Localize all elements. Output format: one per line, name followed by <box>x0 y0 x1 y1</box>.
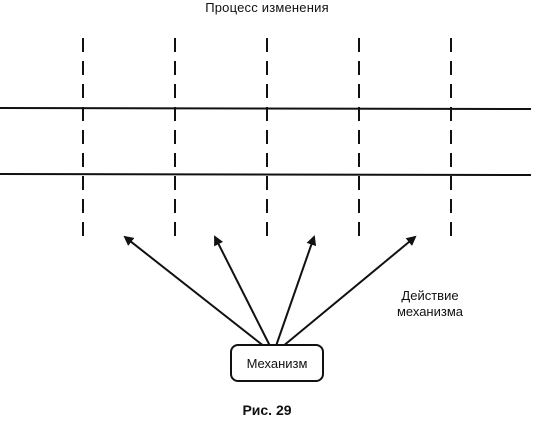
mechanism-label: Механизм <box>246 355 308 371</box>
action-arrow-4 <box>281 235 417 348</box>
diagram-title: Процесс изменения <box>205 0 329 15</box>
process-line-top <box>0 107 532 110</box>
mechanism-box: Механизм <box>230 344 324 382</box>
figure-caption: Рис. 29 <box>242 402 292 418</box>
action-arrow-2 <box>214 235 271 347</box>
action-arrow-1 <box>123 235 266 348</box>
process-line-bottom <box>0 173 532 176</box>
action-arrow-3 <box>275 235 317 347</box>
mechanism-action-label: Действие механизма <box>396 288 464 319</box>
